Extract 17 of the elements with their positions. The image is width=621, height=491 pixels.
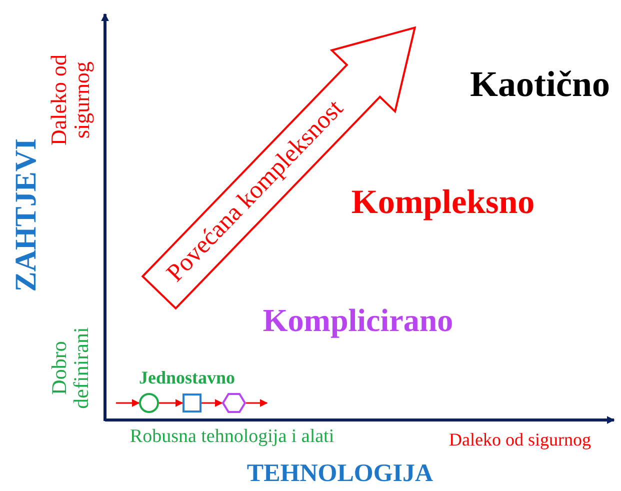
zone-label: Kompleksno (351, 185, 535, 221)
arrow (159, 399, 184, 407)
arrow (246, 399, 268, 407)
zone-label: Komplicirano (262, 304, 454, 338)
axis-label: Robusna tehnologija i alati (130, 427, 334, 447)
zone-label: Kaotično (470, 66, 610, 104)
arrow (202, 399, 223, 407)
square-symbol (182, 394, 202, 412)
axis-label: Dobro definirani (48, 326, 92, 411)
axis-label: Daleko od sigurnog (46, 53, 94, 148)
axis-title: TEHNOLOGIJA (246, 460, 434, 488)
axis-label: Daleko od sigurnog (449, 430, 591, 450)
arrow (116, 399, 140, 407)
axis-title: ZAHTJEVI (10, 138, 42, 292)
circle-symbol (139, 393, 159, 413)
hexagon-symbol (222, 393, 246, 413)
zone-label: Jednostavno (138, 368, 236, 388)
